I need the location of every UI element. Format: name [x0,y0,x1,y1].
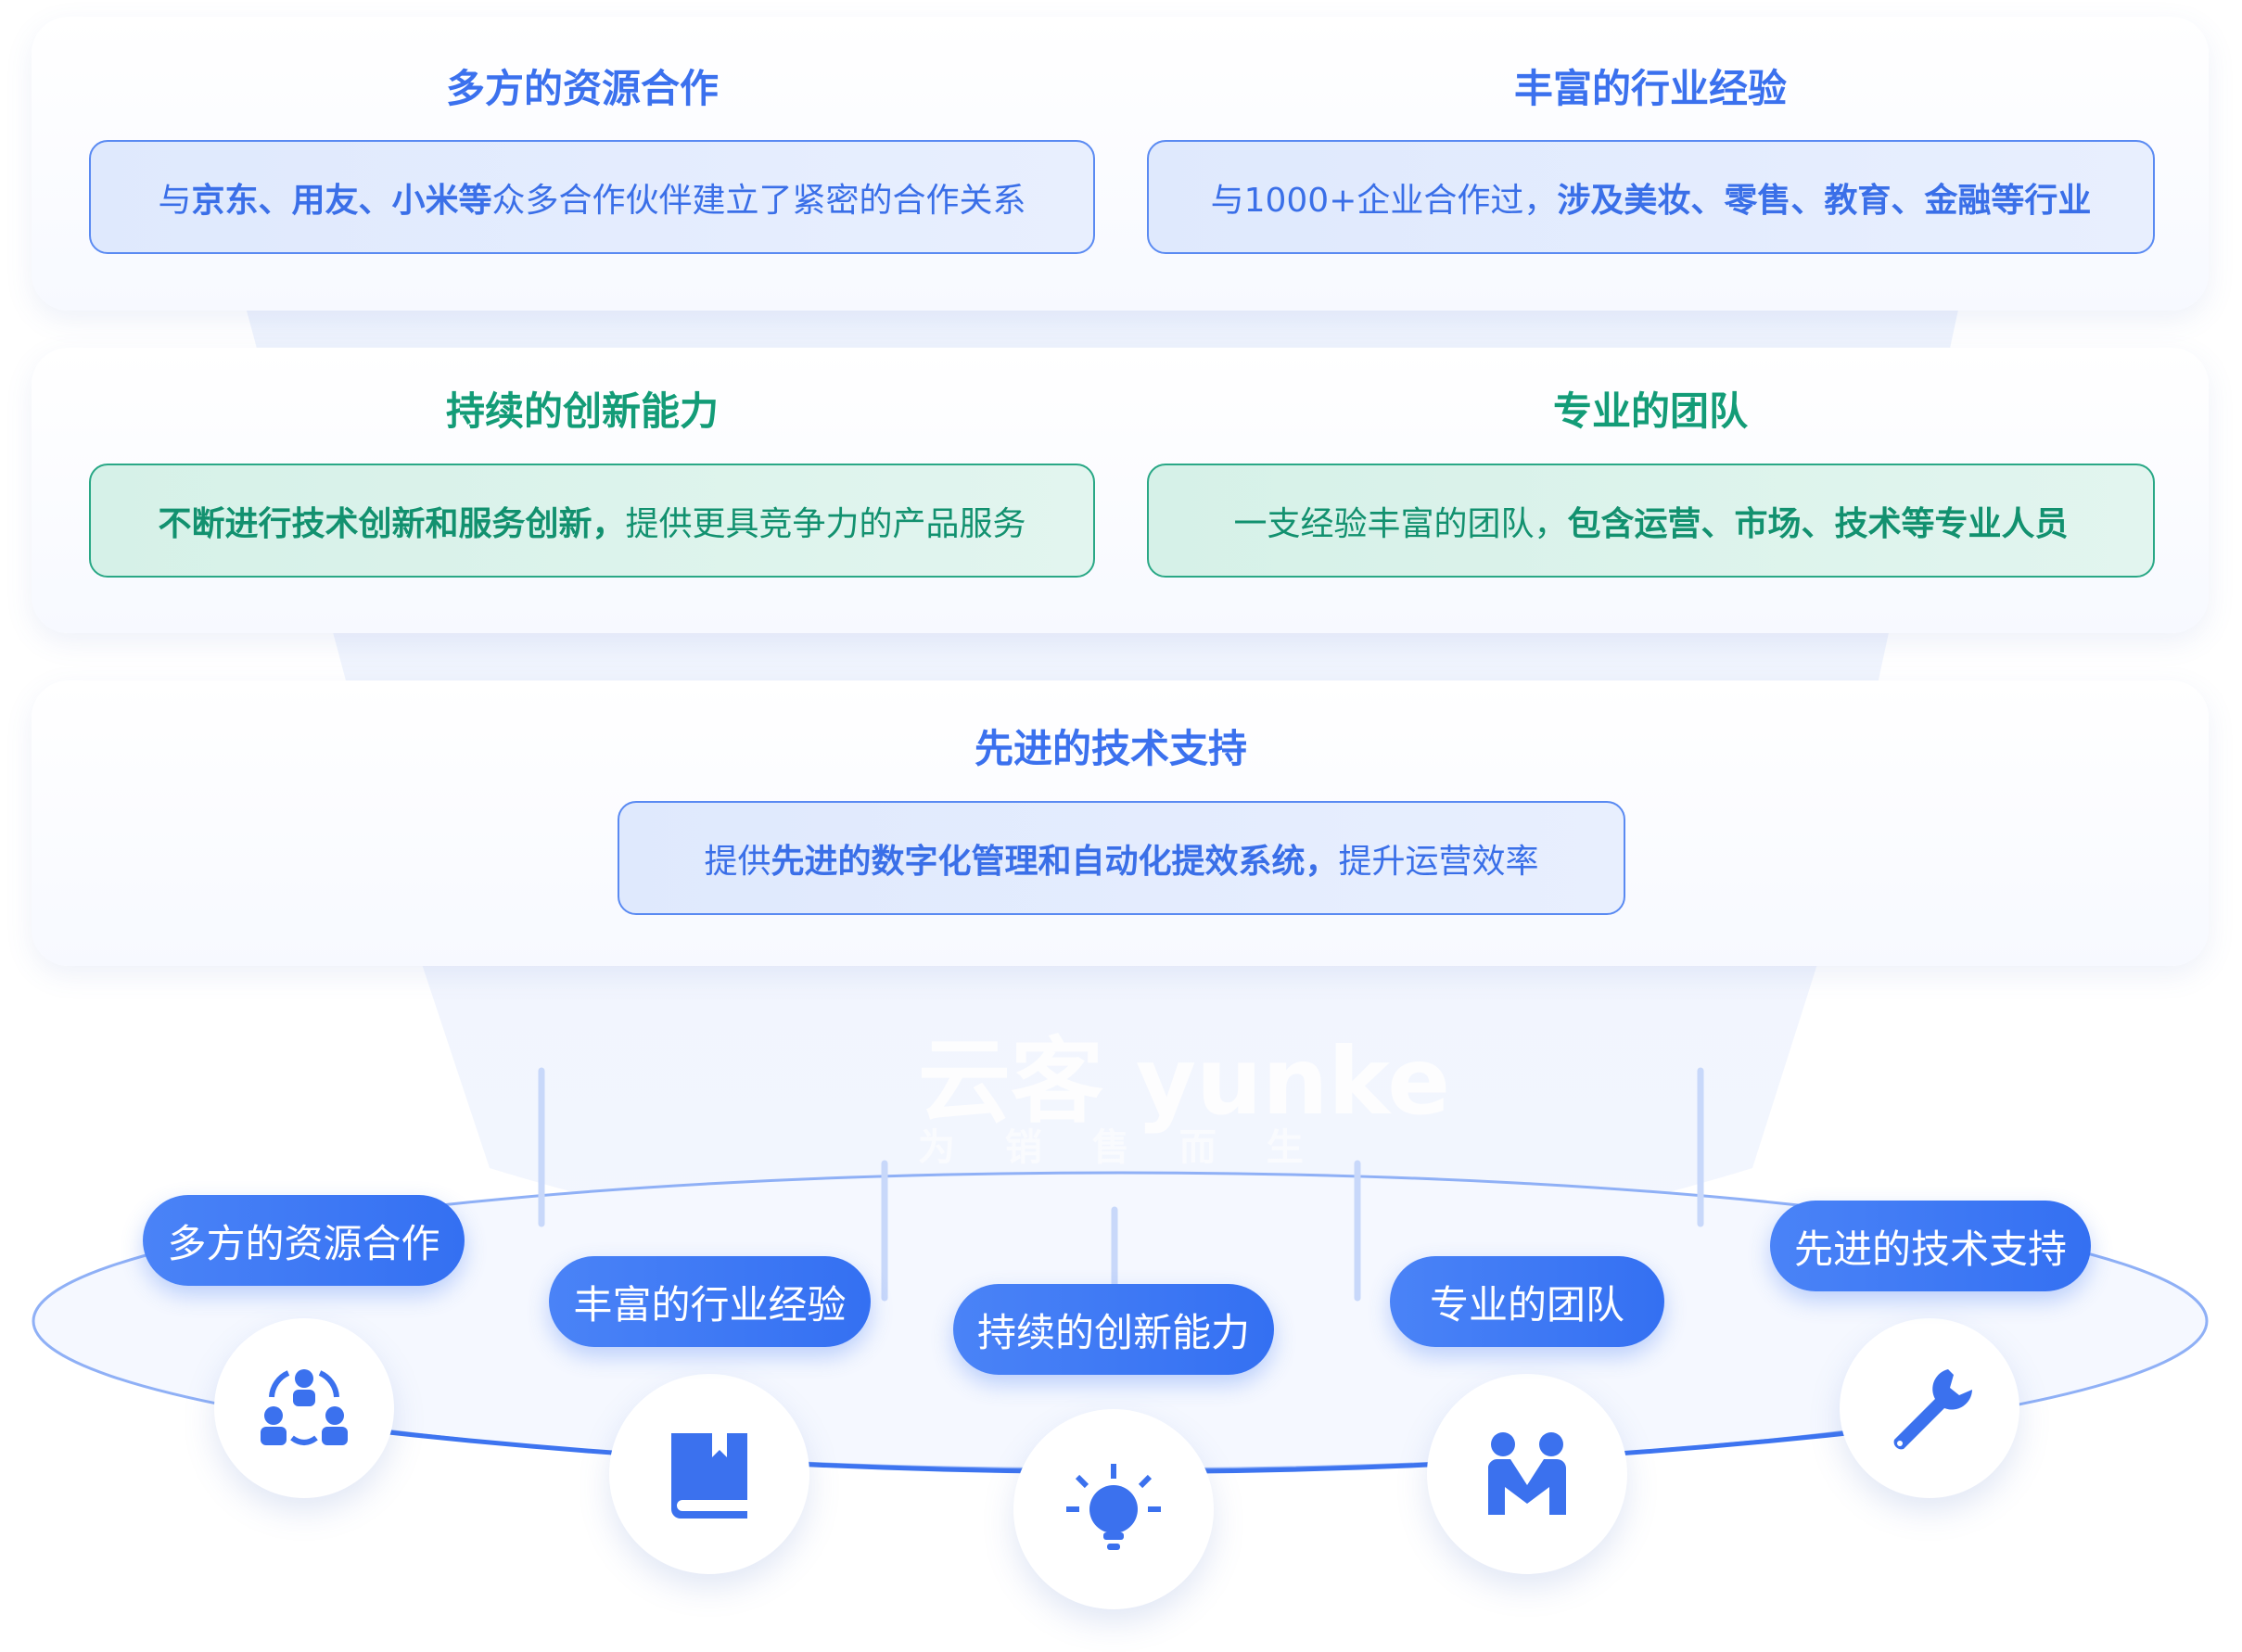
pill-innovation: 持续的创新能力 [953,1284,1274,1375]
team-icon [1427,1374,1627,1574]
people-exchange-icon [214,1318,394,1498]
text: 众多合作伙伴建立了紧密的合作关系 [491,181,1026,220]
card-title-resources: 多方的资源合作 [445,66,719,111]
pill-team: 专业的团队 [1390,1256,1664,1347]
pill-experience: 丰富的行业经验 [549,1256,871,1347]
text: 与1000+企业合作过， [1210,181,1558,220]
text-bold: 不断进行技术创新和服务创新， [158,504,626,543]
pill-technology: 先进的技术支持 [1770,1201,2091,1291]
watermark-slogan: 为 销 售 而 生 [918,1126,1322,1169]
resources-description: 与京东、用友、小米等众多合作伙伴建立了紧密的合作关系 [89,140,1095,254]
text-bold: 京东、用友、小米等 [191,181,492,220]
card-title-innovation: 持续的创新能力 [445,388,719,434]
card-title-experience: 丰富的行业经验 [1513,66,1787,111]
text-bold: 包含运营、市场、技术等专业人员 [1567,504,2069,543]
card-title-team: 专业的团队 [1552,388,1748,434]
text: 一支经验丰富的团队， [1233,504,1568,543]
innovation-description: 不断进行技术创新和服务创新，提供更具竞争力的产品服务 [89,464,1095,578]
experience-description: 与1000+企业合作过，涉及美妆、零售、教育、金融等行业 [1147,140,2155,254]
text: 提升运营效率 [1338,842,1539,881]
pill-resources: 多方的资源合作 [143,1195,465,1286]
lightbulb-icon [1013,1409,1214,1609]
team-description: 一支经验丰富的团队，包含运营、市场、技术等专业人员 [1147,464,2155,578]
technology-description: 提供先进的数字化管理和自动化提效系统，提升运营效率 [618,801,1625,915]
watermark-logo: 云客 yunke [918,1027,1451,1136]
wrench-icon [1840,1318,2019,1498]
book-icon [609,1374,809,1574]
card-title-technology: 先进的技术支持 [974,726,1247,771]
text-bold: 先进的数字化管理和自动化提效系统， [771,842,1339,881]
text-bold: 涉及美妆、零售、教育、金融等行业 [1557,181,2092,220]
text: 提供更具竞争力的产品服务 [625,504,1026,543]
text: 提供 [704,842,771,881]
text: 与 [158,181,192,220]
